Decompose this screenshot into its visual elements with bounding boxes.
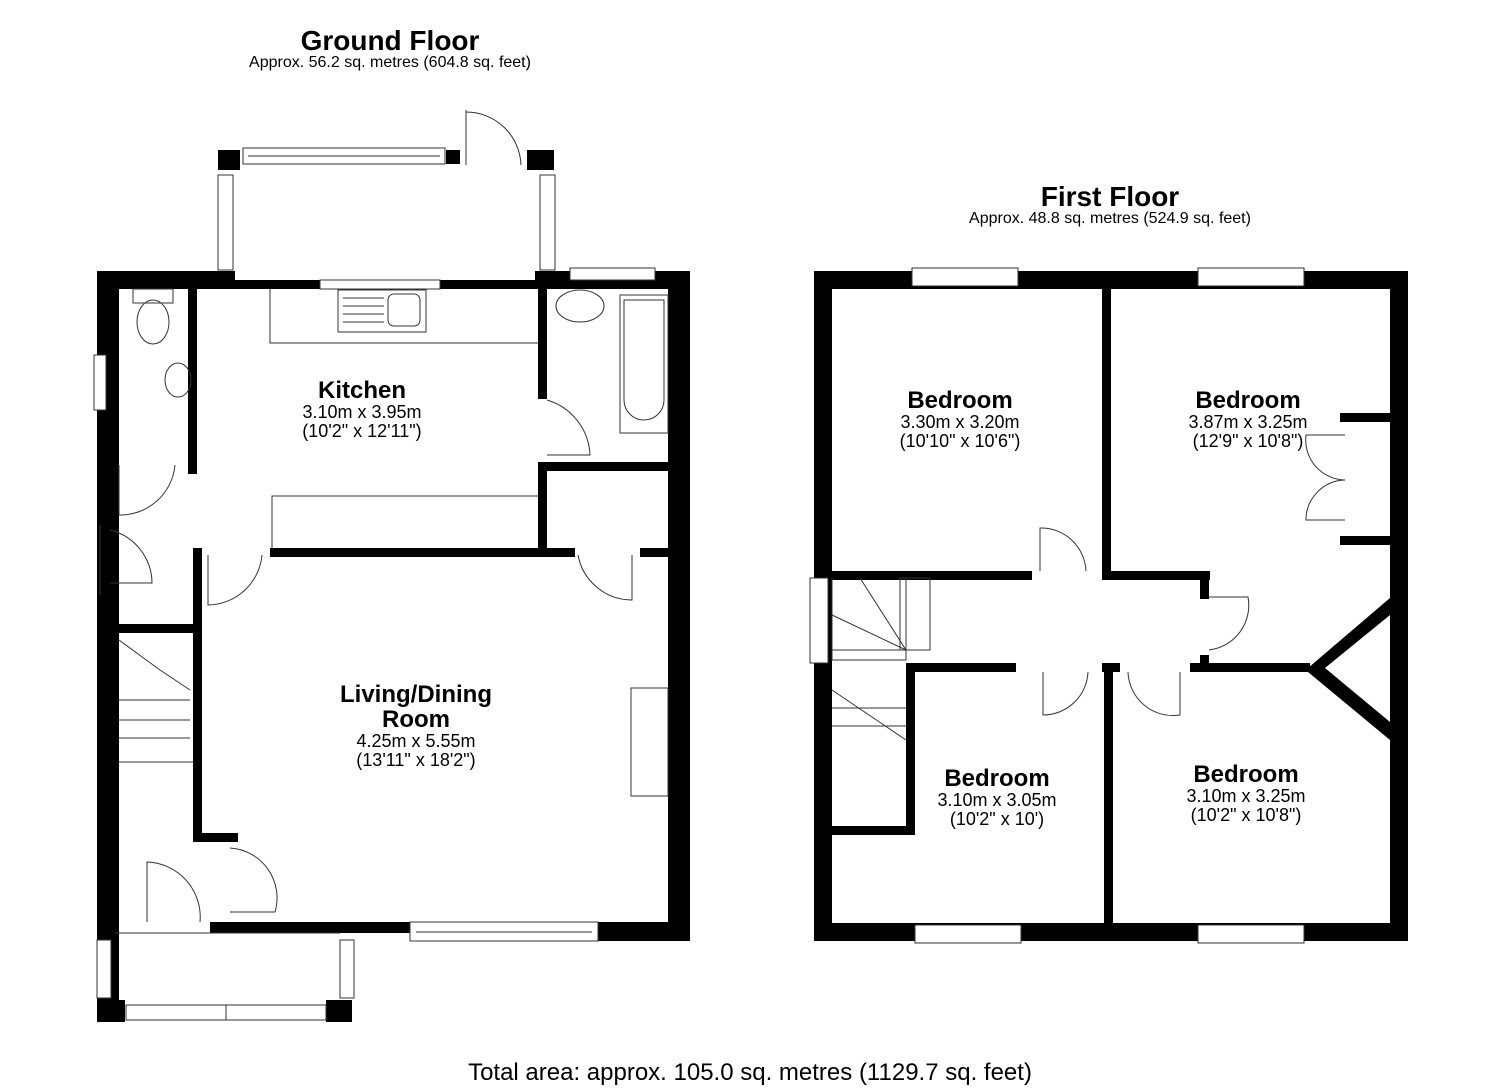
first-floor-title: First Floor bbox=[1040, 181, 1180, 212]
ground-floor-plan bbox=[93, 110, 690, 1022]
room-imperial: (10'2" x 12'11") bbox=[302, 421, 422, 442]
room-name-line2: Room bbox=[382, 706, 450, 734]
room-metric: 3.10m x 3.95m bbox=[302, 402, 422, 423]
total-area: Total area: approx. 105.0 sq. metres (11… bbox=[468, 1059, 1032, 1086]
room-name-line1: Living/Dining bbox=[340, 681, 492, 708]
ground-floor-heading: Ground Floor Approx. 56.2 sq. metres (60… bbox=[190, 26, 590, 72]
ground-floor-title: Ground Floor bbox=[300, 25, 480, 56]
first-floor-plan bbox=[809, 267, 1408, 944]
room-label-living-dining: Living/Dining Room 4.25m x 5.55m (13'11"… bbox=[306, 682, 526, 770]
room-imperial: (10'2" x 10'8") bbox=[1190, 805, 1302, 826]
room-name: Bedroom bbox=[944, 765, 1050, 792]
room-label-bedroom-3: Bedroom 3.10m x 3.05m (10'2" x 10') bbox=[897, 766, 1097, 829]
first-floor-heading: First Floor Approx. 48.8 sq. metres (524… bbox=[910, 182, 1310, 228]
ground-floor-area: Approx. 56.2 sq. metres (604.8 sq. feet) bbox=[249, 54, 531, 72]
room-metric: 4.25m x 5.55m bbox=[356, 731, 476, 752]
room-label-bedroom-1: Bedroom 3.30m x 3.20m (10'10" x 10'6") bbox=[860, 388, 1060, 451]
room-name: Bedroom bbox=[1193, 761, 1299, 788]
room-label-kitchen: Kitchen 3.10m x 3.95m (10'2" x 12'11") bbox=[262, 378, 462, 441]
room-name: Bedroom bbox=[907, 387, 1013, 414]
room-imperial: (12'9" x 10'8") bbox=[1192, 431, 1304, 452]
room-metric: 3.87m x 3.25m bbox=[1188, 412, 1308, 433]
room-imperial: (13'11" x 18'2") bbox=[356, 750, 476, 771]
room-name: Bedroom bbox=[1195, 387, 1301, 414]
room-label-bedroom-2: Bedroom 3.87m x 3.25m (12'9" x 10'8") bbox=[1148, 388, 1348, 451]
room-label-bedroom-4: Bedroom 3.10m x 3.25m (10'2" x 10'8") bbox=[1146, 762, 1346, 825]
first-floor-area: Approx. 48.8 sq. metres (524.9 sq. feet) bbox=[969, 210, 1251, 228]
room-metric: 3.10m x 3.05m bbox=[937, 790, 1057, 811]
room-imperial: (10'2" x 10') bbox=[949, 809, 1045, 830]
room-imperial: (10'10" x 10'6") bbox=[899, 431, 1021, 452]
room-name: Kitchen bbox=[317, 377, 406, 404]
room-metric: 3.10m x 3.25m bbox=[1186, 786, 1306, 807]
room-metric: 3.30m x 3.20m bbox=[900, 412, 1020, 433]
